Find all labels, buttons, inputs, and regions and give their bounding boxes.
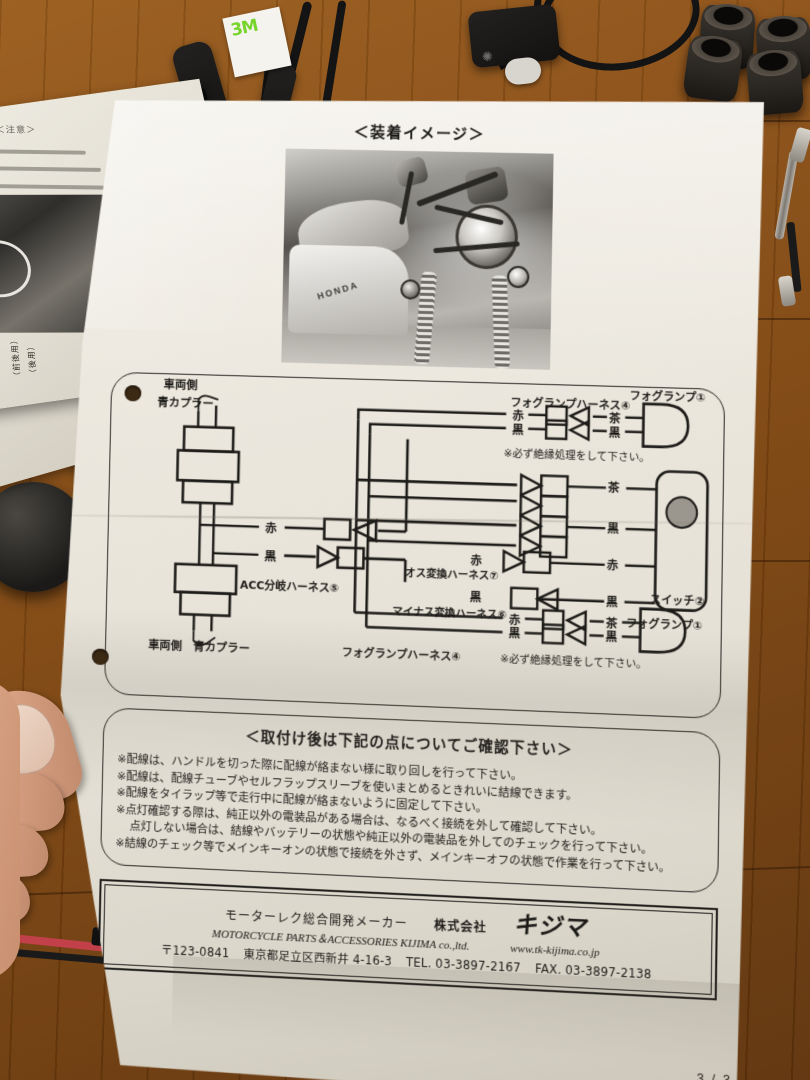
telephone: TEL. 03-3897-2167 (406, 954, 521, 975)
footer-box: モーターレク総合開発メーカー 株式会社 キジマ MOTORCYCLE PARTS… (98, 878, 718, 1000)
black-cable (321, 0, 347, 110)
switch-button-physical (503, 56, 543, 86)
label-fog-lamp-top: フォグランプ① (629, 388, 705, 405)
company-prefix: 株式会社 (433, 917, 487, 935)
wire-label-brown: 茶 (608, 411, 622, 426)
wiring-diagram-svg: 車両側 青カプラー ACC分岐ハーネス⑤ 車両側 青カプラー 赤 黒 (105, 373, 724, 718)
arrow-left (570, 421, 588, 440)
wire-label-red: 赤 (265, 521, 277, 536)
label-vehicle-side-bottom: 車両側 青カプラー (148, 638, 250, 656)
hand (0, 677, 170, 1020)
palm (0, 680, 20, 980)
note-insulate-bottom: ※必ず絶縁処理をして下さい。 (500, 652, 647, 671)
left-page-caption: （前後用） (9, 335, 23, 380)
install-photo: HONDA (281, 149, 553, 370)
page-title: ＜装着イメージ＞ (353, 122, 486, 144)
wire-label-black: 黒 (607, 521, 620, 536)
spacer-bushing (681, 34, 745, 104)
label-blue-coupler-top: 青カプラー (157, 395, 214, 411)
wire-label-red: 赤 (607, 558, 620, 573)
label-minus-conv-harness: マイナス変換ハーネス⑥ (392, 604, 506, 622)
photo-fork (492, 275, 510, 368)
wire-label-black: 黒 (470, 589, 482, 604)
photo-fog-lamp (507, 266, 530, 289)
label-acc-harness: ACC分岐ハーネス⑤ (240, 577, 339, 595)
label-switch: スイッチ② (650, 593, 705, 608)
wiring-diagram: 車両側 青カプラー ACC分岐ハーネス⑤ 車両側 青カプラー 赤 黒 (104, 372, 725, 719)
manual-page: ＜装着イメージ＞ HONDA (52, 90, 764, 1080)
page-number: 3 / 3 (696, 1071, 733, 1080)
brand-logo: キジマ (513, 911, 588, 942)
address: 東京都足立区西新井 4-16-3 (243, 946, 393, 969)
postal-code: 〒123-0841 (160, 942, 230, 960)
arrow-right (318, 547, 338, 568)
sticker-3m: 3M (222, 6, 292, 78)
arrow-left (567, 625, 586, 644)
label-male-conv-harness: オス変換ハーネス⑦ (405, 566, 498, 583)
wire-label-black: 黒 (609, 425, 622, 440)
arrow-right (504, 474, 542, 572)
label-fog-harness-top: フォグランプハーネス④ (510, 395, 630, 413)
wire-label-black: 黒 (508, 626, 521, 641)
wire-label-brown: 茶 (605, 615, 619, 630)
left-page-title: ＜注意＞ (0, 125, 37, 136)
label-fog-harness-bottom: フォグランプハーネス④ (342, 645, 461, 664)
switch-icon: ✺ (481, 49, 494, 66)
label-vehicle-side-top: 車両側 (164, 377, 198, 392)
footer-inner: モーターレク総合開発メーカー 株式会社 キジマ MOTORCYCLE PARTS… (103, 884, 713, 995)
wire-label-black: 黒 (605, 630, 618, 645)
black-cable (533, 0, 707, 81)
website-link[interactable]: www.tk-kijima.co.jp (510, 942, 600, 959)
photo-fog-lamp (400, 279, 420, 300)
wire-label-red: 赤 (470, 553, 482, 568)
label-fog-lamp-bottom: フォグランプ① (626, 615, 703, 632)
wire-label-red: 赤 (512, 408, 524, 423)
wire-label-brown: 茶 (607, 481, 621, 496)
wire-label-black: 黒 (606, 594, 619, 609)
wire-label-black: 黒 (264, 549, 276, 564)
left-page-caption: （後用） (26, 341, 39, 378)
wire-label-black: 黒 (512, 422, 524, 437)
bullet-connector (788, 126, 810, 164)
switch-button[interactable] (666, 497, 697, 528)
post-install-notes: ＜取付け後は下記の点についてご確認下さい＞ ※配線は、ハンドルを切った際に配線が… (100, 707, 720, 893)
wire-label-red: 赤 (509, 612, 522, 627)
note-insulate-top: ※必ず絶縁処理をして下さい。 (503, 446, 650, 464)
fax: FAX. 03-3897-2138 (534, 960, 652, 982)
